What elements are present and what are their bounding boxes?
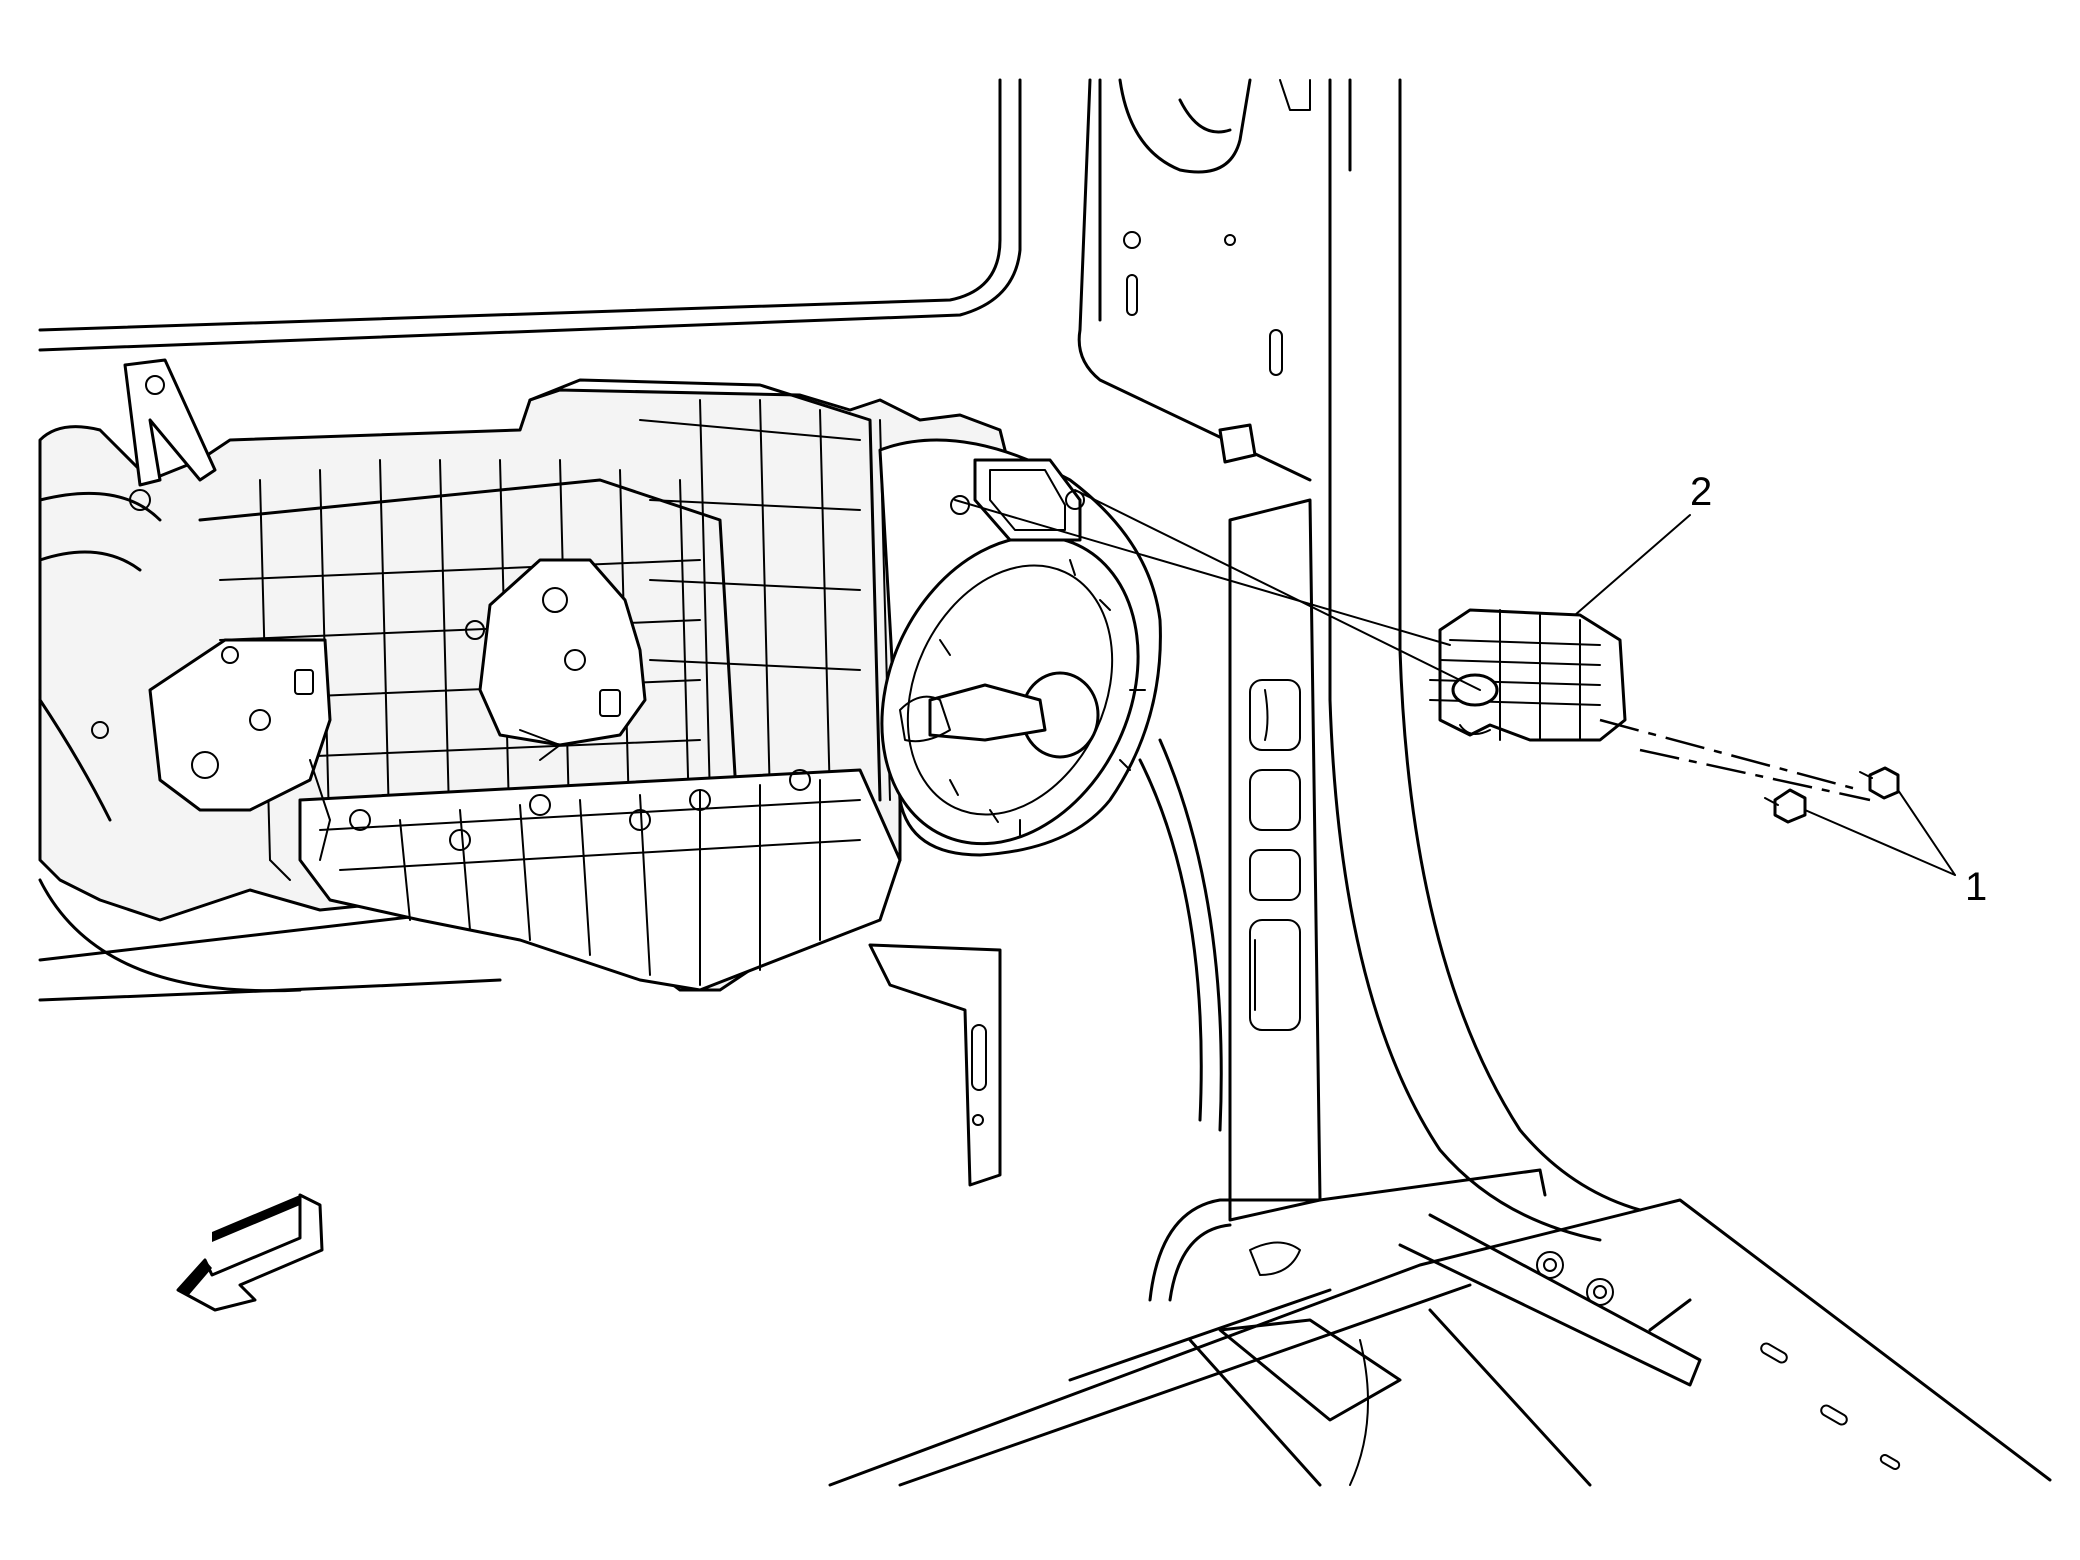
callout-1: 1	[1804, 789, 1987, 909]
mode-actuator-right	[465, 558, 647, 761]
callout-2-label: 2	[1690, 470, 1712, 514]
lower-support-bracket	[868, 738, 1223, 1187]
installation-guide-lines	[954, 489, 1871, 802]
blower-motor-resistor	[1429, 608, 1627, 742]
pillar-cutouts	[1228, 498, 1322, 1222]
front-direction-arrow-icon	[176, 1193, 324, 1312]
floor-panel	[828, 1168, 2052, 1487]
callout-2: 2	[1574, 470, 1712, 616]
blower-motor-assembly	[878, 438, 1162, 857]
callout-1-label: 1	[1965, 865, 1987, 909]
mode-actuator-left	[91, 638, 332, 881]
fastener-screws	[1764, 766, 1900, 824]
body-pillar-panel	[38, 78, 1642, 1242]
